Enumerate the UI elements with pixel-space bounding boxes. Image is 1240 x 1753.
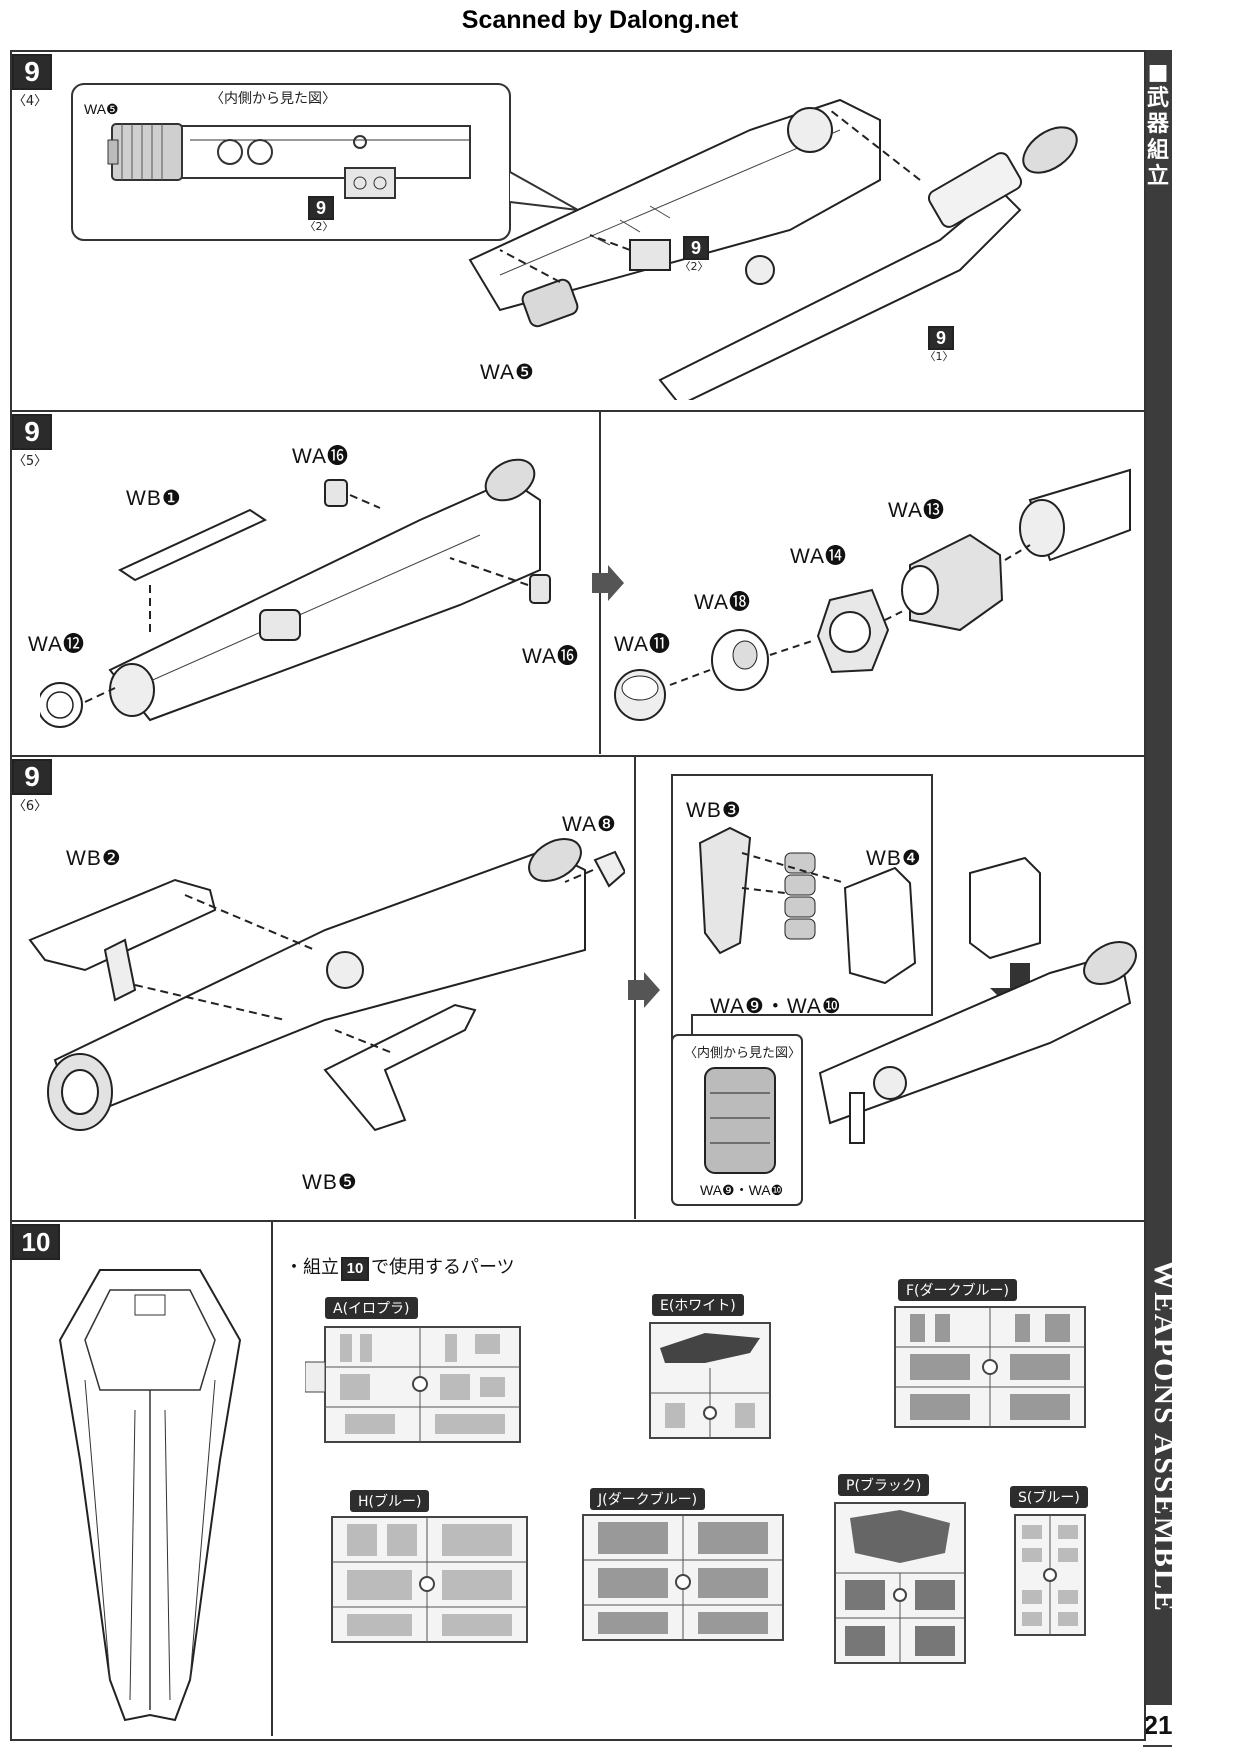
part-label: WA⓫: [614, 633, 672, 656]
parts-heading-step: 10: [341, 1257, 369, 1281]
runner-label: P(ブラック): [838, 1474, 930, 1496]
runner-e-diagram: [649, 1322, 771, 1439]
runner-label: A(イロプラ): [325, 1297, 418, 1319]
step-substep: 〈6〉: [12, 799, 48, 814]
parts-heading-prefix: ・組立: [285, 1257, 339, 1278]
step-substep: 〈4〉: [12, 94, 48, 109]
runner-p-diagram: [834, 1502, 966, 1664]
part-label: WA⓮: [790, 545, 848, 568]
ref-step: 9: [928, 326, 954, 350]
runner-a-diagram: [305, 1326, 521, 1443]
part-label: WB❶: [126, 487, 182, 510]
runner-label: J(ダークブルー): [590, 1488, 706, 1510]
step-number: 9: [12, 759, 52, 795]
part-label: WB❺: [302, 1171, 358, 1194]
part-label: WA❺: [480, 361, 535, 384]
runner-f-diagram: [894, 1306, 1086, 1428]
muzzle-exploded-illustration: [614, 468, 1131, 721]
step-substep: 〈5〉: [12, 454, 48, 469]
inset-title: 〈内側から見た図〉: [210, 91, 336, 107]
inset-title: 〈内側から見た図〉: [684, 1046, 802, 1061]
part-label: WA❾・WA❿: [710, 995, 842, 1018]
sidebar-vertical-title: WEAPONS ASSEMBLE: [1148, 1260, 1181, 1613]
step-number: 9: [12, 54, 52, 90]
next-arrow-icon: [628, 972, 660, 1008]
runner-j-diagram: [582, 1514, 784, 1641]
ref-substep: 〈1〉: [924, 350, 954, 363]
rifle-grip-assembly-illustration: [28, 838, 625, 1132]
inside-view-callout: [71, 83, 579, 241]
part-label: WA⓰: [522, 645, 580, 668]
runner-label: E(ホワイト): [652, 1294, 744, 1316]
part-label: WA⓬: [28, 633, 86, 656]
shield-illustration: [58, 1269, 242, 1722]
scan-watermark: Scanned by Dalong.net: [461, 6, 739, 34]
runner-s-diagram: [1014, 1514, 1086, 1636]
rifle-barrel-illustration: [40, 458, 551, 728]
part-label: WA❽: [562, 813, 617, 836]
runner-label: S(ブルー): [1010, 1486, 1088, 1508]
runner-label: H(ブルー): [350, 1490, 430, 1512]
part-label: WB❹: [866, 847, 922, 870]
runner-label: F(ダークブルー): [898, 1279, 1017, 1301]
ref-step: 9: [683, 236, 709, 260]
part-label: WA⓭: [888, 499, 946, 522]
part-label: WB❸: [686, 799, 742, 822]
parts-heading-suffix: で使用するパーツ: [371, 1257, 515, 1278]
scope-assembly-illustration: [671, 774, 1137, 1206]
ref-substep: 〈2〉: [304, 220, 334, 233]
panel-divider: [271, 1222, 273, 1736]
sidebar-section-title: ■武器組立: [1146, 60, 1169, 189]
part-label: WB❷: [66, 847, 122, 870]
part-label: WA⓰: [292, 445, 350, 468]
part-label: WA❺: [84, 101, 119, 117]
step-number: 9: [12, 414, 52, 450]
runner-h-diagram: [331, 1516, 528, 1643]
part-label: WA⓲: [694, 591, 752, 614]
part-label: WA❾・WA❿: [700, 1182, 784, 1198]
rifle-assembly-illustration: [468, 98, 1078, 400]
next-arrow-icon: [592, 565, 624, 601]
sidebar-strip: [1143, 50, 1172, 1747]
ref-substep: 〈2〉: [679, 260, 709, 273]
ref-step: 9: [308, 196, 334, 220]
step-number: 10: [12, 1224, 60, 1260]
